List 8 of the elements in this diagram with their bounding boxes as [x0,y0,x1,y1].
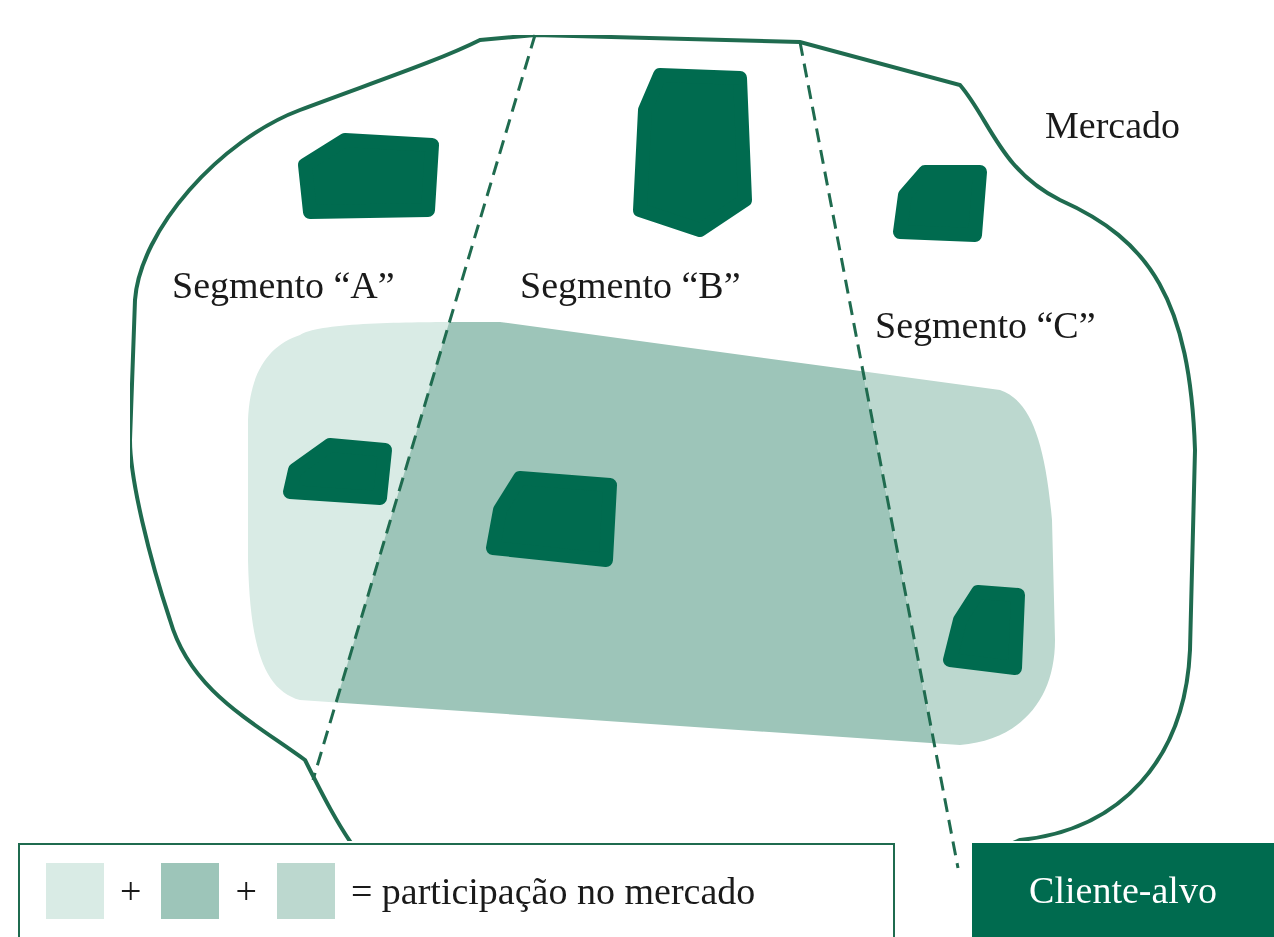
legend-text: + [235,871,257,911]
segment-label: Segmento “A” [172,265,395,305]
target-customer-label: Cliente-alvo [972,843,1274,937]
market-label: Mercado [1045,105,1181,145]
legend-text: = participação no mercado [350,871,756,911]
segment-label: Segmento “B” [520,265,741,305]
legend-text: + [120,871,142,911]
segment-label: Segmento “C” [875,305,1096,345]
